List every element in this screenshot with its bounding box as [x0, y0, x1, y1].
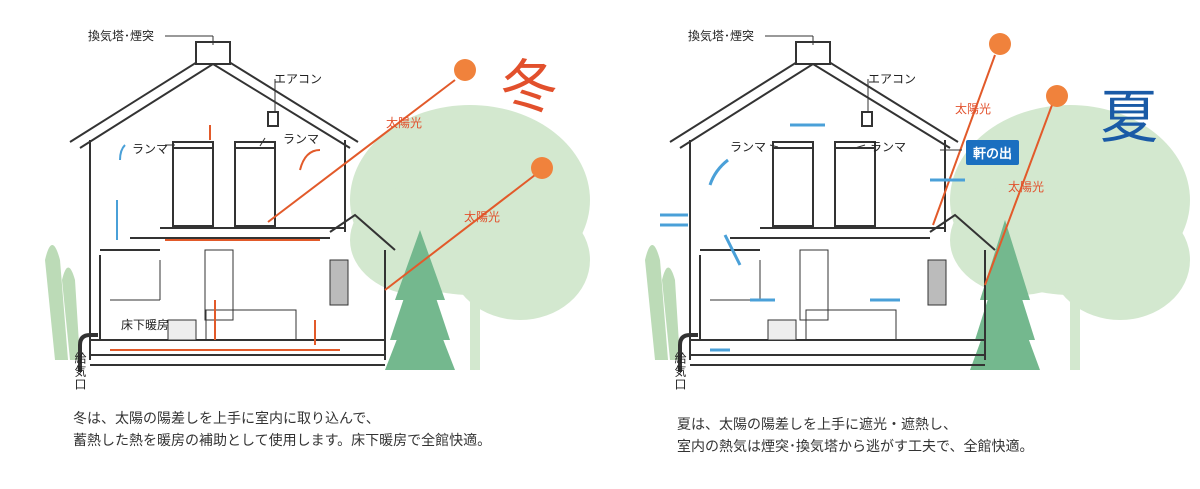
winter-season-label: 冬 [500, 53, 559, 121]
winter-cool-air-arrows [116, 144, 126, 240]
winter-caption-line-1: 冬は、太陽の陽差しを上手に室内に取り込んで、 [73, 411, 380, 427]
winter-transom-label-1: ランマ [132, 142, 169, 156]
summer-cool-air-arrows [660, 123, 965, 352]
winter-house-structure [69, 41, 396, 372]
winter-air-intake-label: 給気口 [73, 352, 87, 391]
summer-caption-line-1: 夏は、太陽の陽差しを上手に遮光・遮熱し、 [677, 417, 957, 433]
summer-air-intake-label: 給気口 [673, 352, 687, 391]
winter-vent-label: 換気塔･煙突 [88, 29, 155, 43]
summer-sunlight-label-1: 太陽光 [955, 102, 992, 116]
summer-transom-label-2: ランマ [870, 140, 907, 154]
summer-house-structure [669, 41, 996, 372]
winter-caption-line-2: 蓄熱した熱を暖房の補助として使用します。床下暖房で全館快適。 [73, 433, 492, 449]
winter-sunlight-label-2: 太陽光 [464, 210, 501, 224]
summer-aircon-label: エアコン [868, 72, 917, 86]
summer-eaves-label: 軒の出 [966, 140, 1020, 165]
winter-panel: 冬 換気塔･煙突 エアコン ランマ ランマ 太陽光 太陽光 床下暖房 給気口 冬… [45, 29, 590, 449]
winter-trees [45, 105, 590, 370]
winter-aircon-label: エアコン [274, 72, 323, 86]
summer-sunlight-label-2: 太陽光 [1008, 180, 1045, 194]
summer-caption-line-2: 室内の熱気は煙突･換気塔から逃がす工夫で、全館快適。 [677, 439, 1034, 455]
winter-sunlight-label-1: 太陽光 [386, 116, 423, 130]
winter-warm-air-arrows [110, 125, 340, 351]
summer-vent-label: 換気塔･煙突 [688, 29, 755, 43]
summer-transom-label-1: ランマ [730, 140, 767, 154]
summer-sun-rays [932, 33, 1068, 286]
summer-season-label: 夏 [1100, 83, 1159, 151]
summer-leader-lines [765, 35, 962, 151]
summer-panel: 夏 換気塔･煙突 エアコン ランマ ランマ 太陽光 太陽光 軒の出 給気口 夏は… [600, 0, 1200, 489]
winter-transom-label-2: ランマ [283, 132, 320, 146]
winter-leader-lines [165, 35, 276, 147]
winter-house-illustration [45, 35, 590, 372]
winter-floor-heating-label: 床下暖房 [121, 318, 170, 332]
winter-sun-rays [267, 59, 553, 291]
